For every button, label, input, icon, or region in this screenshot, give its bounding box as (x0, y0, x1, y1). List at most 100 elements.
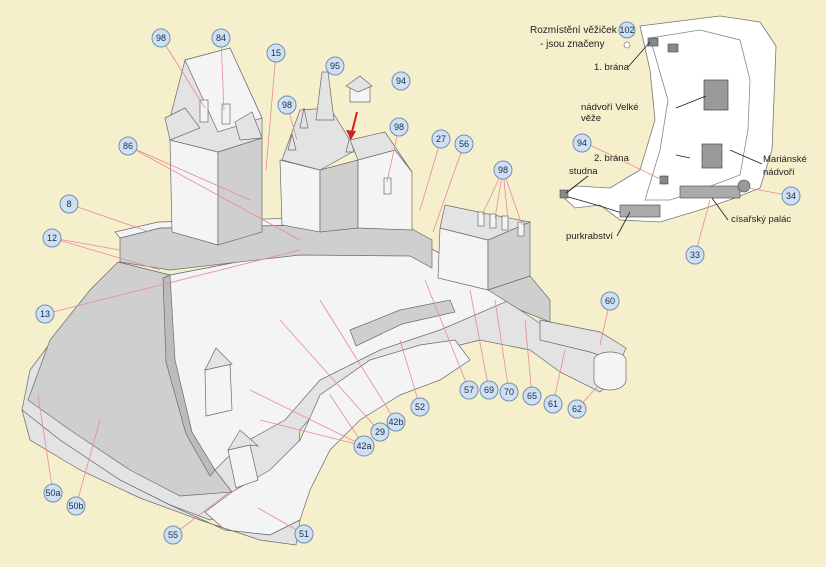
svg-text:94: 94 (577, 138, 587, 148)
badge-33: 33 (685, 245, 705, 265)
badge-94: 94 (391, 71, 411, 91)
svg-text:62: 62 (572, 404, 582, 414)
badge-34: 34 (781, 186, 801, 206)
palace-chimney (477, 211, 485, 227)
palace-chimney (501, 215, 509, 231)
badge-27: 27 (431, 129, 451, 149)
legend-subtitle: - jsou značeny (540, 39, 604, 50)
svg-text:50b: 50b (68, 501, 83, 511)
great-tower-gable (164, 107, 201, 141)
badge-42a: 42a (353, 435, 375, 457)
svg-text:56: 56 (459, 139, 469, 149)
svg-text:98: 98 (498, 165, 508, 175)
inset-big-tower (703, 79, 729, 111)
svg-text:55: 55 (168, 530, 178, 540)
svg-text:33: 33 (690, 250, 700, 260)
svg-text:27: 27 (436, 134, 446, 144)
hall-roof (349, 131, 413, 173)
svg-text:52: 52 (415, 402, 425, 412)
church-spire (287, 133, 297, 151)
inset-inner-wall (644, 29, 751, 201)
great-tower-body (169, 139, 219, 246)
label-nadvori-line2: věže (581, 113, 601, 124)
great-tower-turret (221, 103, 231, 125)
inset-palace (679, 185, 741, 199)
church-spire (299, 107, 309, 129)
svg-text:86: 86 (123, 141, 133, 151)
svg-text:95: 95 (330, 61, 340, 71)
svg-text:8: 8 (66, 199, 71, 209)
badge-50b: 50b (66, 496, 86, 516)
badge-50a: 50a (43, 483, 63, 503)
badge-60: 60 (600, 291, 620, 311)
svg-text:94: 94 (396, 76, 406, 86)
inset-hill (561, 15, 777, 223)
badge-98: 98 (277, 95, 297, 115)
svg-text:69: 69 (484, 385, 494, 395)
svg-text:15: 15 (271, 48, 281, 58)
svg-text:65: 65 (527, 391, 537, 401)
badge-55: 55 (163, 525, 183, 545)
svg-text:29: 29 (375, 427, 385, 437)
badge-84: 84 (211, 28, 231, 48)
label-nadvori-line1: nádvoří Velké (581, 102, 639, 113)
placement-arrow (346, 111, 358, 140)
svg-text:12: 12 (47, 233, 57, 243)
label-marianske-line1: Mariánské (763, 154, 807, 165)
palace-chimney (517, 221, 525, 237)
badge-65: 65 (522, 386, 542, 406)
legend-title: Rozmístění věžiček (530, 25, 618, 36)
badge-52: 52 (410, 397, 430, 417)
badge-56: 56 (454, 134, 474, 154)
badge-51: 51 (294, 524, 314, 544)
inset-well (559, 189, 569, 199)
inset-gate2 (659, 175, 669, 185)
inset-bastion (737, 179, 751, 193)
svg-text:102: 102 (619, 25, 634, 35)
church-tower-body (279, 159, 321, 233)
great-tower-turret (199, 99, 209, 123)
badge-42b: 42b (386, 412, 406, 432)
svg-text:57: 57 (464, 385, 474, 395)
svg-text:34: 34 (786, 191, 796, 201)
castle-model (21, 47, 627, 546)
label-marianske-line2: nádvoří (763, 167, 795, 178)
label-cisarsky: císařský palác (731, 214, 791, 225)
badge-70: 70 (499, 382, 519, 402)
church-spire (315, 71, 335, 121)
svg-text:51: 51 (299, 529, 309, 539)
inset-church-tower (701, 143, 723, 169)
inner-wall (162, 274, 216, 477)
badge-98: 98 (151, 28, 171, 48)
inset-purkrabstvi (619, 204, 661, 218)
inset-map: Rozmístění věžiček - jsou značeny 1. brá… (530, 15, 809, 256)
church-tower-side (319, 159, 359, 233)
badge-95: 95 (325, 56, 345, 76)
badge-69: 69 (479, 380, 499, 400)
svg-text:70: 70 (504, 387, 514, 397)
badge-8: 8 (59, 194, 79, 214)
east-wall (487, 275, 551, 323)
svg-text:98: 98 (394, 122, 404, 132)
small-tower-roof (204, 347, 233, 371)
small-tower (204, 363, 233, 417)
label-studna: studna (569, 166, 598, 177)
svg-text:13: 13 (40, 309, 50, 319)
svg-text:42b: 42b (388, 417, 403, 427)
badge-13: 13 (35, 304, 55, 324)
great-tower-side (217, 137, 263, 246)
svg-text:50a: 50a (45, 488, 60, 498)
badge-12: 12 (42, 228, 62, 248)
part-badges: 102 98 84 15 95 94 98 98 86 27 56 98 8 1… (35, 21, 801, 545)
badge-98: 98 (493, 160, 513, 180)
label-purkrabstvi: purkrabství (566, 231, 613, 242)
svg-text:98: 98 (282, 100, 292, 110)
small-tower-roof (227, 429, 260, 451)
svg-text:84: 84 (216, 33, 226, 43)
label-gate-1: 1. brána (594, 62, 630, 73)
badge-15: 15 (266, 43, 286, 63)
great-tower-gable (234, 111, 263, 141)
label-marianske: Mariánské nádvoří (763, 154, 809, 178)
legend-marker-icon (623, 41, 631, 49)
